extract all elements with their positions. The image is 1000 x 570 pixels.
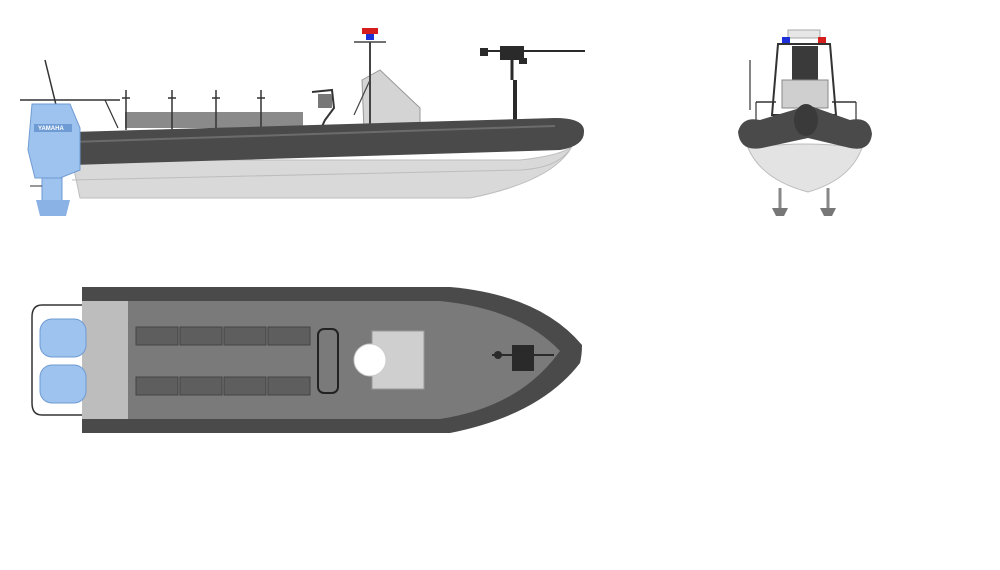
stern-platform [82, 301, 128, 419]
light-bar [362, 28, 378, 34]
grab-rail [317, 328, 339, 394]
helm-seat [353, 343, 387, 377]
hull [747, 143, 863, 193]
top-plan-drawing [31, 287, 582, 433]
side-profile-drawing: YAMAHA [20, 28, 585, 216]
propellers [772, 188, 836, 216]
stern-rail [31, 304, 128, 416]
engine-brand-label: YAMAHA [38, 126, 64, 132]
machine-gun [480, 46, 585, 132]
blue-light [782, 37, 790, 43]
outboard-engine: YAMAHA [27, 103, 81, 216]
bow-tube [794, 104, 818, 136]
light-bar [787, 29, 821, 39]
jockey-seat-posts [122, 90, 265, 130]
front-view [720, 20, 890, 230]
deck [120, 301, 560, 419]
gun-mount [492, 345, 554, 371]
front-view-drawing [738, 29, 872, 216]
seat-backrest [125, 112, 303, 128]
twin-outboard-engines [39, 318, 87, 404]
jockey-seats [135, 326, 311, 396]
t-top-frame [770, 43, 838, 116]
side-profile-view: YAMAHA [0, 20, 600, 230]
red-light [818, 37, 826, 43]
top-plan-view [20, 275, 600, 445]
console-windscreen [361, 69, 421, 131]
